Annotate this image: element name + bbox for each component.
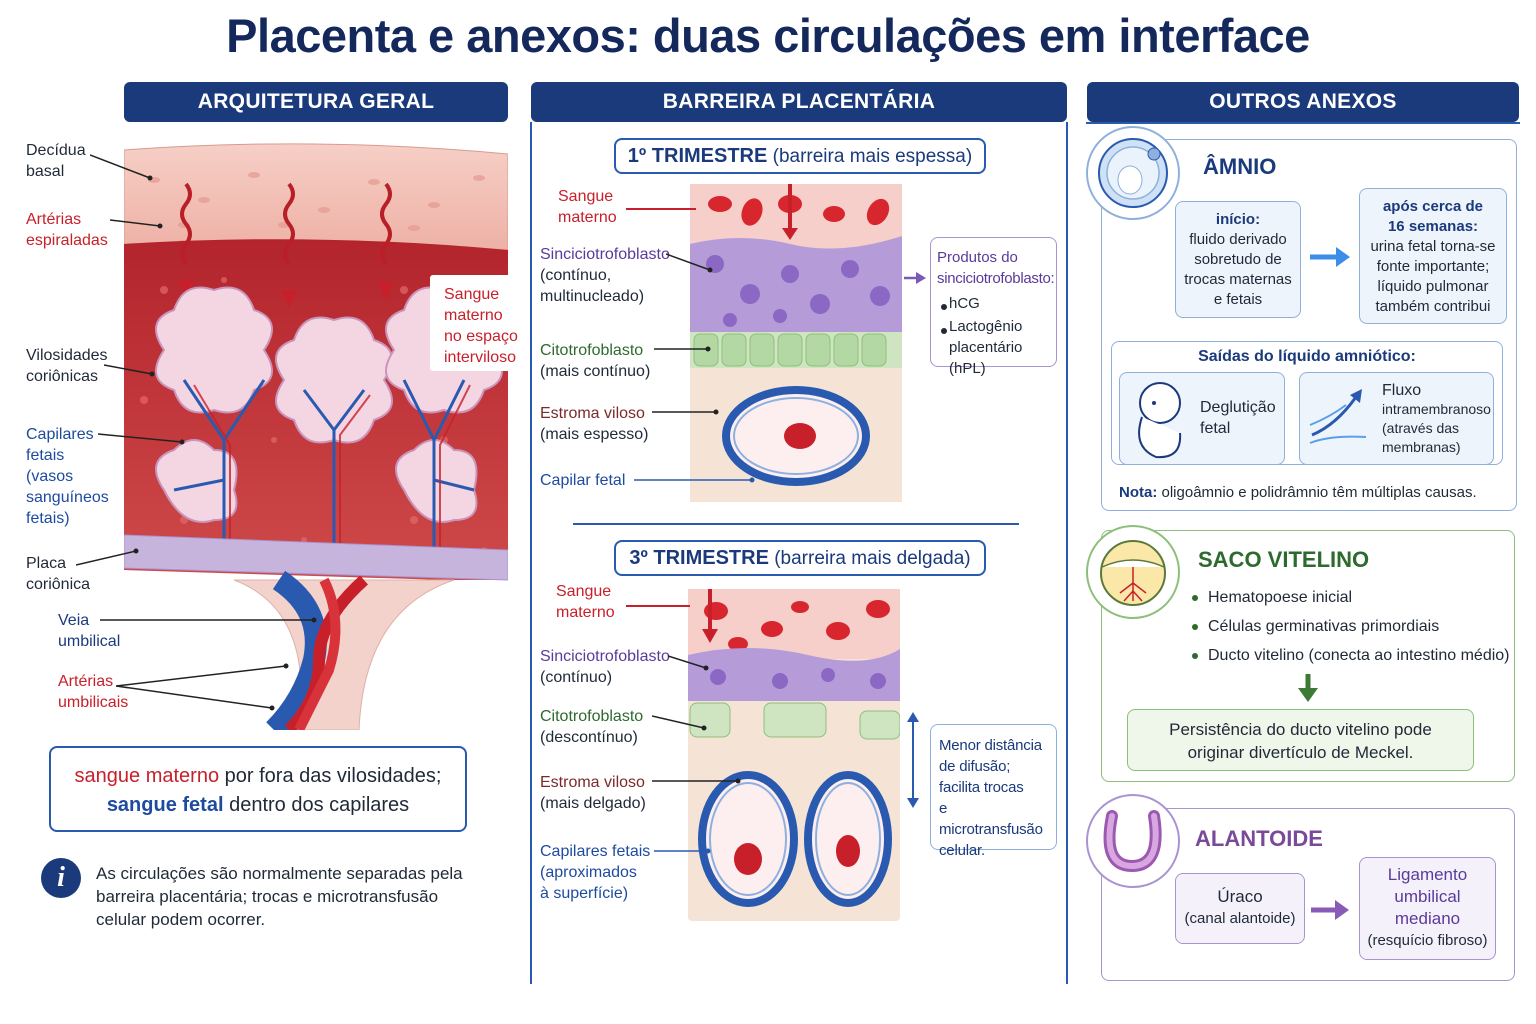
leader-arterias-umbilicais: [116, 663, 289, 711]
page-title: Placenta e anexos: duas circulações em i…: [226, 9, 1310, 62]
saidas-title: Saídas do líquido amniótico:: [1198, 348, 1416, 365]
vitelino-item: Hematopoese inicial: [1188, 583, 1510, 612]
amnio-title: ÂMNIO: [1203, 154, 1277, 179]
amnio-icon: [1086, 126, 1180, 220]
t1-leader-estroma: [652, 409, 719, 415]
t3-label-estroma: Estroma viloso(mais delgado): [540, 774, 646, 812]
alantoide-icon: [1086, 794, 1180, 888]
produto-hcg: hCG: [937, 292, 1050, 316]
leader-vilosidades: [104, 364, 155, 377]
vitelino-list: Hematopoese inicial Células germinativas…: [1188, 583, 1510, 670]
t3-label-sinciciotrofoblasto: Sinciciotrofoblasto(contínuo): [540, 648, 670, 686]
vitelino-item: Ducto vitelino (conecta ao intestino méd…: [1188, 641, 1510, 670]
t1-label-estroma: Estroma viloso(mais espesso): [540, 405, 649, 443]
middle-border-left: [530, 122, 532, 984]
distance-arrow: [907, 712, 919, 808]
t1-leader-cito: [654, 346, 711, 352]
header-anexos: OUTROS ANEXOS: [1087, 82, 1519, 122]
info-icon: i: [41, 858, 81, 898]
vitelino-icon: [1086, 525, 1180, 619]
ligamento-box: Ligamento umbilical mediano (resquício f…: [1359, 857, 1496, 960]
trimester-divider: [573, 523, 1019, 525]
barrier-t3-illustration: [688, 589, 900, 921]
alantoide-title: ALANTOIDE: [1195, 826, 1323, 851]
pill-1-trimestre: 1º TRIMESTRE (barreira mais espessa): [614, 138, 986, 174]
t3-leader-sincicio: [668, 655, 709, 671]
uraco-box: Úraco(canal alantoide): [1175, 873, 1305, 944]
t1-arrow-produtos: [904, 272, 926, 284]
t1-leader-capilar: [634, 477, 755, 483]
fetus-icon: [1138, 382, 1182, 459]
label-sangue-interviloso: Sangue materno no espaço interviloso: [444, 286, 518, 366]
vitelino-title: SACO VITELINO: [1198, 547, 1370, 572]
t3-leader-estroma: [652, 778, 741, 784]
barrier-t1-illustration: [690, 184, 902, 502]
leader-placa: [76, 548, 139, 566]
leader-arterias-espiraladas: [110, 219, 163, 229]
t1-label-citotrofoblasto: Citotrofoblasto(mais contínuo): [540, 342, 651, 380]
flow-arrows-icon: [1309, 389, 1367, 444]
t1-label-capilar: Capilar fetal: [540, 472, 626, 489]
info-text: As circulações são normalmente separadas…: [96, 864, 463, 929]
vitelino-item: Células germinativas primordiais: [1188, 612, 1510, 641]
t3-leader-cito: [652, 715, 707, 731]
vitelino-arrow-icon: [1298, 674, 1318, 702]
t1-leader-sincicio: [666, 253, 713, 273]
middle-border-right: [1066, 122, 1068, 984]
pill-3-trimestre: 3º TRIMESTRE (barreira mais delgada): [614, 540, 986, 576]
t3-leader-capilares: [654, 848, 711, 854]
amnio-nota: Nota: oligoâmnio e polidrâmnio têm múlti…: [1119, 484, 1477, 501]
alantoide-arrow-icon: [1311, 900, 1349, 920]
leader-decidua: [90, 154, 153, 181]
leader-capilares: [98, 433, 185, 445]
t1-leader-sangue: [626, 208, 696, 210]
t1-produtos-box: Produtos do sinciciotrofoblasto: hCG Lac…: [930, 237, 1057, 377]
right-border-top: [1086, 122, 1520, 124]
t3-leader-sangue: [626, 605, 690, 607]
summary-box: sangue materno por fora das vilosidades;…: [49, 746, 467, 832]
placenta-illustration: [124, 143, 508, 730]
header-barreira: BARREIRA PLACENTÁRIA: [531, 82, 1067, 122]
amnio-arrow-icon: [1310, 247, 1350, 267]
amnio-apos-box: após cerca de 16 semanas: urina fetal to…: [1359, 188, 1507, 324]
header-arquitetura: ARQUITETURA GERAL: [124, 82, 508, 122]
t1-label-sinciciotrofoblasto: Sinciciotrofoblasto(contínuo,multinuclea…: [540, 246, 670, 305]
t3-label-citotrofoblasto: Citotrofoblasto(descontínuo): [540, 708, 644, 746]
produto-hpl: Lactogênio placentário (hPL): [937, 316, 1050, 379]
leader-veia: [100, 617, 317, 623]
